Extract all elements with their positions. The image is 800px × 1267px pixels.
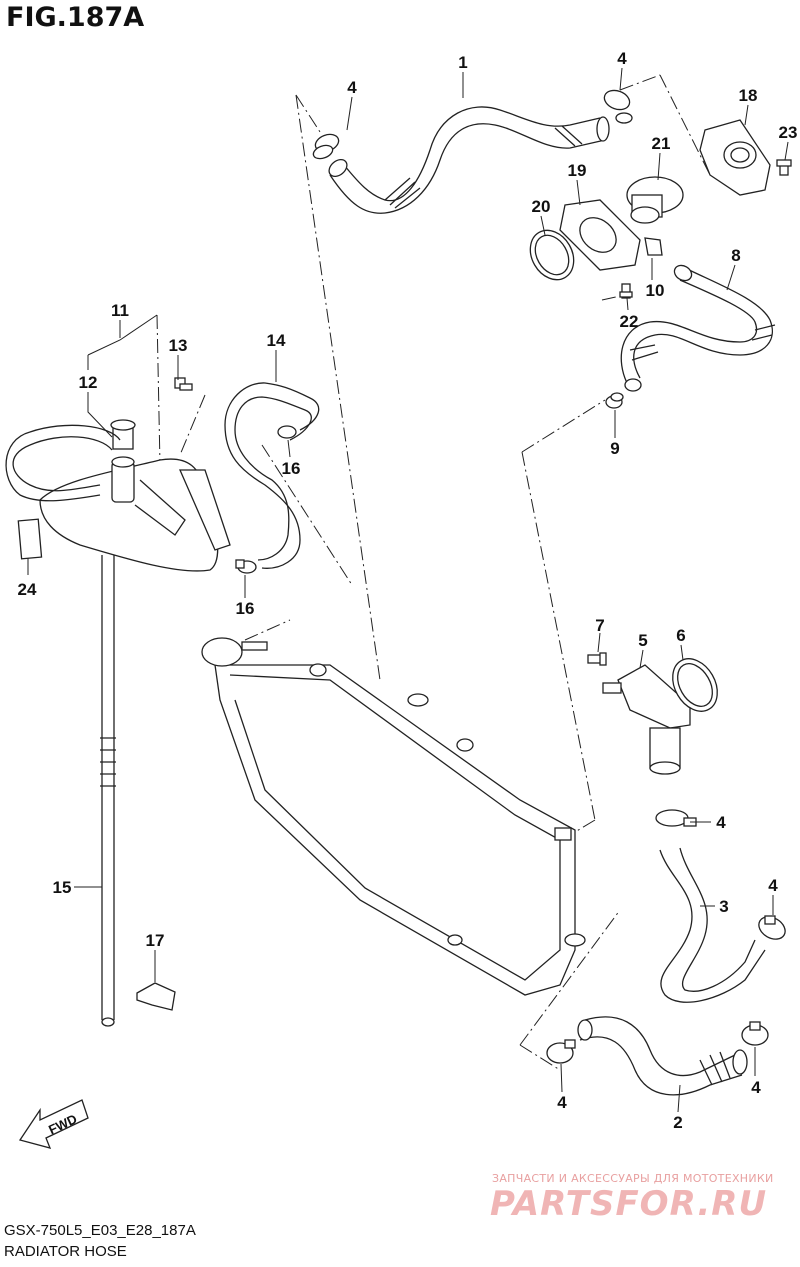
- part-18-thermostat-cover: [699, 119, 771, 196]
- callout-15: 15: [53, 878, 72, 897]
- callout-5: 5: [638, 631, 647, 650]
- reference-lines: [156, 74, 711, 1071]
- part-9-clamp: [605, 392, 624, 409]
- callout-23: 23: [779, 123, 798, 142]
- callout-4: 4: [557, 1093, 567, 1112]
- callout-16: 16: [282, 459, 301, 478]
- part-12-cap: [110, 419, 136, 450]
- callout-20: 20: [532, 197, 551, 216]
- callout-6: 6: [676, 626, 685, 645]
- callout-22: 22: [620, 312, 639, 331]
- part-2-lower-hose: [577, 1016, 748, 1096]
- callout-17: 17: [146, 931, 165, 950]
- part-4-hose-clamp-top-left: [312, 133, 340, 160]
- part-20-o-ring: [529, 229, 575, 281]
- fwd-arrow-icon: FWD: [18, 1099, 89, 1149]
- watermark-logo: PARTSFOR.RU: [490, 1184, 768, 1224]
- part-4-clamp-bottom-left: [546, 1039, 576, 1064]
- callout-14: 14: [267, 331, 286, 350]
- part-4-clamp-bottom-right: [741, 1021, 769, 1046]
- leader-lines: [27, 67, 789, 1113]
- part-11-reserve-tank: [39, 456, 231, 572]
- part-3-hose: [659, 847, 766, 1003]
- part-15-breather-hose: [100, 555, 116, 1027]
- part-19-thermostat-case: [559, 199, 641, 271]
- part-16-clamp-upper: [277, 425, 297, 439]
- callout-4: 4: [716, 813, 726, 832]
- part-21-thermostat: [626, 176, 684, 224]
- callout-21: 21: [652, 134, 671, 153]
- part-4-hose-clamp-top-right: [603, 89, 633, 124]
- part-7-bolt: [587, 652, 607, 666]
- callout-2: 2: [673, 1113, 682, 1132]
- callout-9: 9: [610, 439, 619, 458]
- part-14-hose: [224, 382, 320, 569]
- radiator: [201, 637, 586, 996]
- figure-code: GSX-750L5_E03_E28_187A: [4, 1222, 196, 1239]
- callout-8: 8: [731, 246, 740, 265]
- callout-labels: 1 4 4 18 23 21 19 20 8 10 22 11 12 13 14…: [18, 49, 798, 1132]
- part-8-hose: [620, 264, 776, 392]
- reserve-tank-hose: [5, 424, 121, 502]
- part-23-bolt: [776, 159, 792, 176]
- callout-4: 4: [347, 78, 357, 97]
- part-17-clip: [136, 982, 176, 1011]
- part-13-bolt: [174, 377, 193, 391]
- part-5-water-outlet: [602, 664, 691, 775]
- callout-24: 24: [18, 580, 37, 599]
- callout-10: 10: [646, 281, 665, 300]
- part-24-label: [17, 518, 43, 560]
- callout-3: 3: [719, 897, 728, 916]
- part-10-clamp: [644, 237, 663, 256]
- callout-16: 16: [236, 599, 255, 618]
- part-6-o-ring: [672, 658, 718, 712]
- part-4-clamp-middle: [655, 809, 697, 827]
- callout-19: 19: [568, 161, 587, 180]
- figure-name: RADIATOR HOSE: [4, 1243, 127, 1260]
- watermark-tagline: ЗАПЧАСТИ И АКСЕССУАРЫ ДЛЯ МОТОТЕХНИКИ: [492, 1172, 774, 1185]
- callout-11: 11: [111, 301, 129, 320]
- part-1-upper-hose: [328, 106, 610, 214]
- figure-title: FIG.187A: [6, 2, 145, 33]
- callout-13: 13: [169, 336, 188, 355]
- callout-7: 7: [595, 616, 604, 635]
- part-4-clamp-right: [758, 915, 786, 940]
- callout-4: 4: [751, 1078, 761, 1097]
- callout-4: 4: [617, 49, 627, 68]
- callout-1: 1: [458, 53, 467, 72]
- part-22-bolt: [619, 283, 633, 299]
- part-16-clamp-lower: [235, 559, 257, 574]
- callout-18: 18: [739, 86, 758, 105]
- callout-12: 12: [79, 373, 98, 392]
- callout-4: 4: [768, 876, 778, 895]
